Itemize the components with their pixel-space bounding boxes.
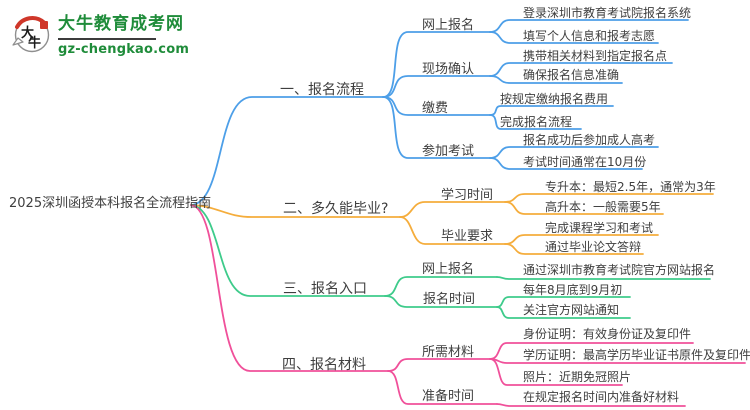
site-logo: 大 牛 大牛教育成考网 gz-chengkao.com <box>10 12 189 58</box>
leaf-node: 身份证明：有效身份证及复印件 <box>523 327 692 341</box>
root-node: 2025深圳函授本科报名全流程指南 <box>9 196 212 211</box>
sub-node: 网上报名 <box>422 18 475 33</box>
branch-4-label: 四、报名材料 <box>282 357 366 373</box>
leaf-node: 在规定报名时间内准备好材料 <box>523 390 680 404</box>
sub-node: 所需材料 <box>422 345 475 360</box>
leaf-node: 通过深圳市教育考试院官方网站报名 <box>523 263 716 277</box>
sub-node: 缴费 <box>422 101 449 116</box>
sub-node: 网上报名 <box>422 262 475 277</box>
branch-4-lines <box>190 204 746 407</box>
sub-node: 学习时间 <box>441 188 494 203</box>
leaf-node: 专升本：最短2.5年，通常为3年 <box>545 180 716 194</box>
logo-icon-text: 大 <box>21 25 34 41</box>
bull-logo-icon: 大 牛 <box>12 16 50 53</box>
leaf-node: 携带相关材料到指定报名点 <box>523 49 668 63</box>
leaf-node: 关注官方网站通知 <box>523 303 620 317</box>
leaf-node: 高升本：一般需要5年 <box>545 200 661 214</box>
leaf-node: 考试时间通常在10月份 <box>523 155 647 169</box>
leaf-node: 填写个人信息和报考志愿 <box>523 29 656 43</box>
leaf-node: 通过毕业论文答辩 <box>545 240 642 254</box>
branch-2-label: 二、多久能毕业? <box>283 201 389 217</box>
branch-2-lines <box>190 193 714 255</box>
branch-1-label: 一、报名流程 <box>280 82 364 98</box>
leaf-node: 确保报名信息准确 <box>523 68 620 82</box>
leaf-node: 登录深圳市教育考试院报名系统 <box>523 6 692 20</box>
site-name: 大牛教育成考网 <box>58 14 184 34</box>
leaf-node: 完成课程学习和考试 <box>545 221 654 235</box>
leaf-node: 报名成功后参加成人高考 <box>523 133 656 147</box>
leaf-node: 学历证明：最高学历毕业证书原件及复印件 <box>523 348 750 362</box>
leaf-node: 按规定缴纳报名费用 <box>500 92 609 106</box>
sub-node: 现场确认 <box>422 62 475 77</box>
branch-1-lines <box>190 19 689 206</box>
site-domain: gz-chengkao.com <box>58 42 190 57</box>
logo-divider <box>58 38 156 40</box>
sub-node: 准备时间 <box>422 389 475 404</box>
sub-node: 毕业要求 <box>441 229 494 244</box>
sub-node: 参加考试 <box>422 144 475 159</box>
sub-node: 报名时间 <box>423 292 476 307</box>
branch-3-label: 三、报名入口 <box>283 281 367 297</box>
leaf-node: 照片：近期免冠照片 <box>523 370 632 384</box>
leaf-node: 每年8月底到9月初 <box>523 283 623 297</box>
leaf-node: 完成报名流程 <box>500 115 573 129</box>
branch-3-lines <box>190 204 711 319</box>
svg-text:牛: 牛 <box>28 35 41 51</box>
